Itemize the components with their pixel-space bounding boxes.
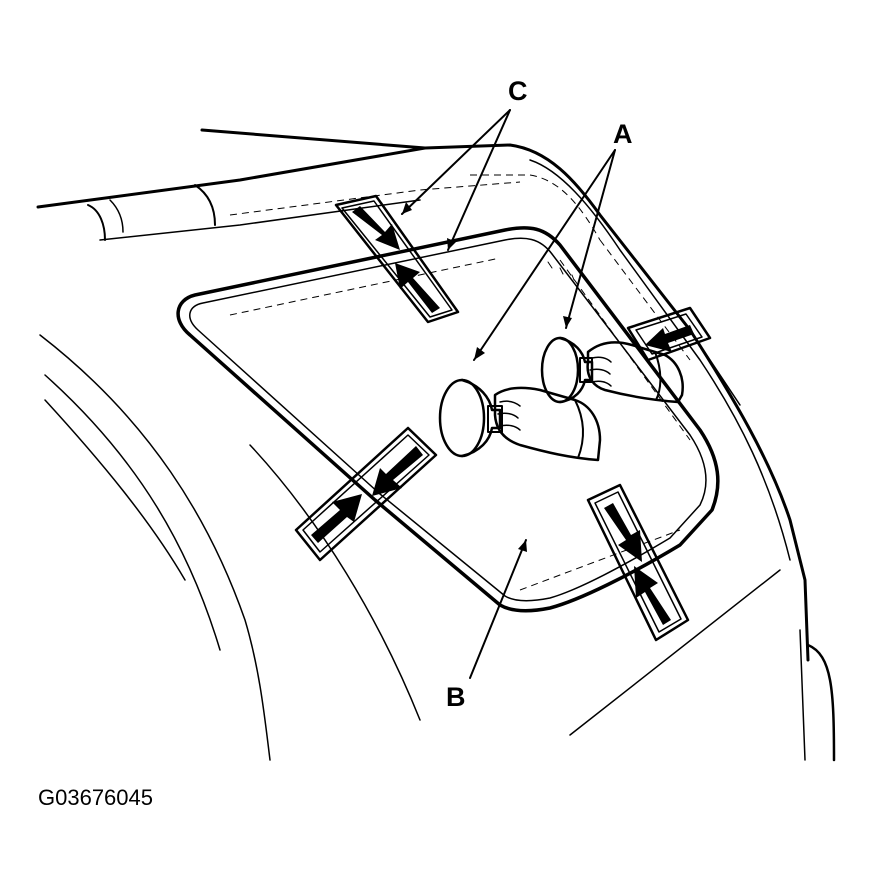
callout-leaders (401, 109, 616, 679)
suction-cup-left (438, 378, 503, 458)
vehicle-body (36, 128, 836, 762)
spacer-pad-top-right (626, 306, 712, 362)
callout-label-a: A (613, 119, 633, 149)
spacer-pad-left (294, 426, 438, 562)
hand-right (586, 341, 684, 404)
suction-cup-right (540, 336, 594, 404)
figure-code: G03676045 (38, 785, 153, 810)
callout-label-c: C (508, 76, 528, 106)
spacer-pad-right (586, 483, 690, 642)
spacer-pad-top (334, 194, 460, 324)
hand-left (493, 386, 602, 462)
window-glass (176, 226, 720, 613)
callout-label-b: B (446, 682, 466, 712)
